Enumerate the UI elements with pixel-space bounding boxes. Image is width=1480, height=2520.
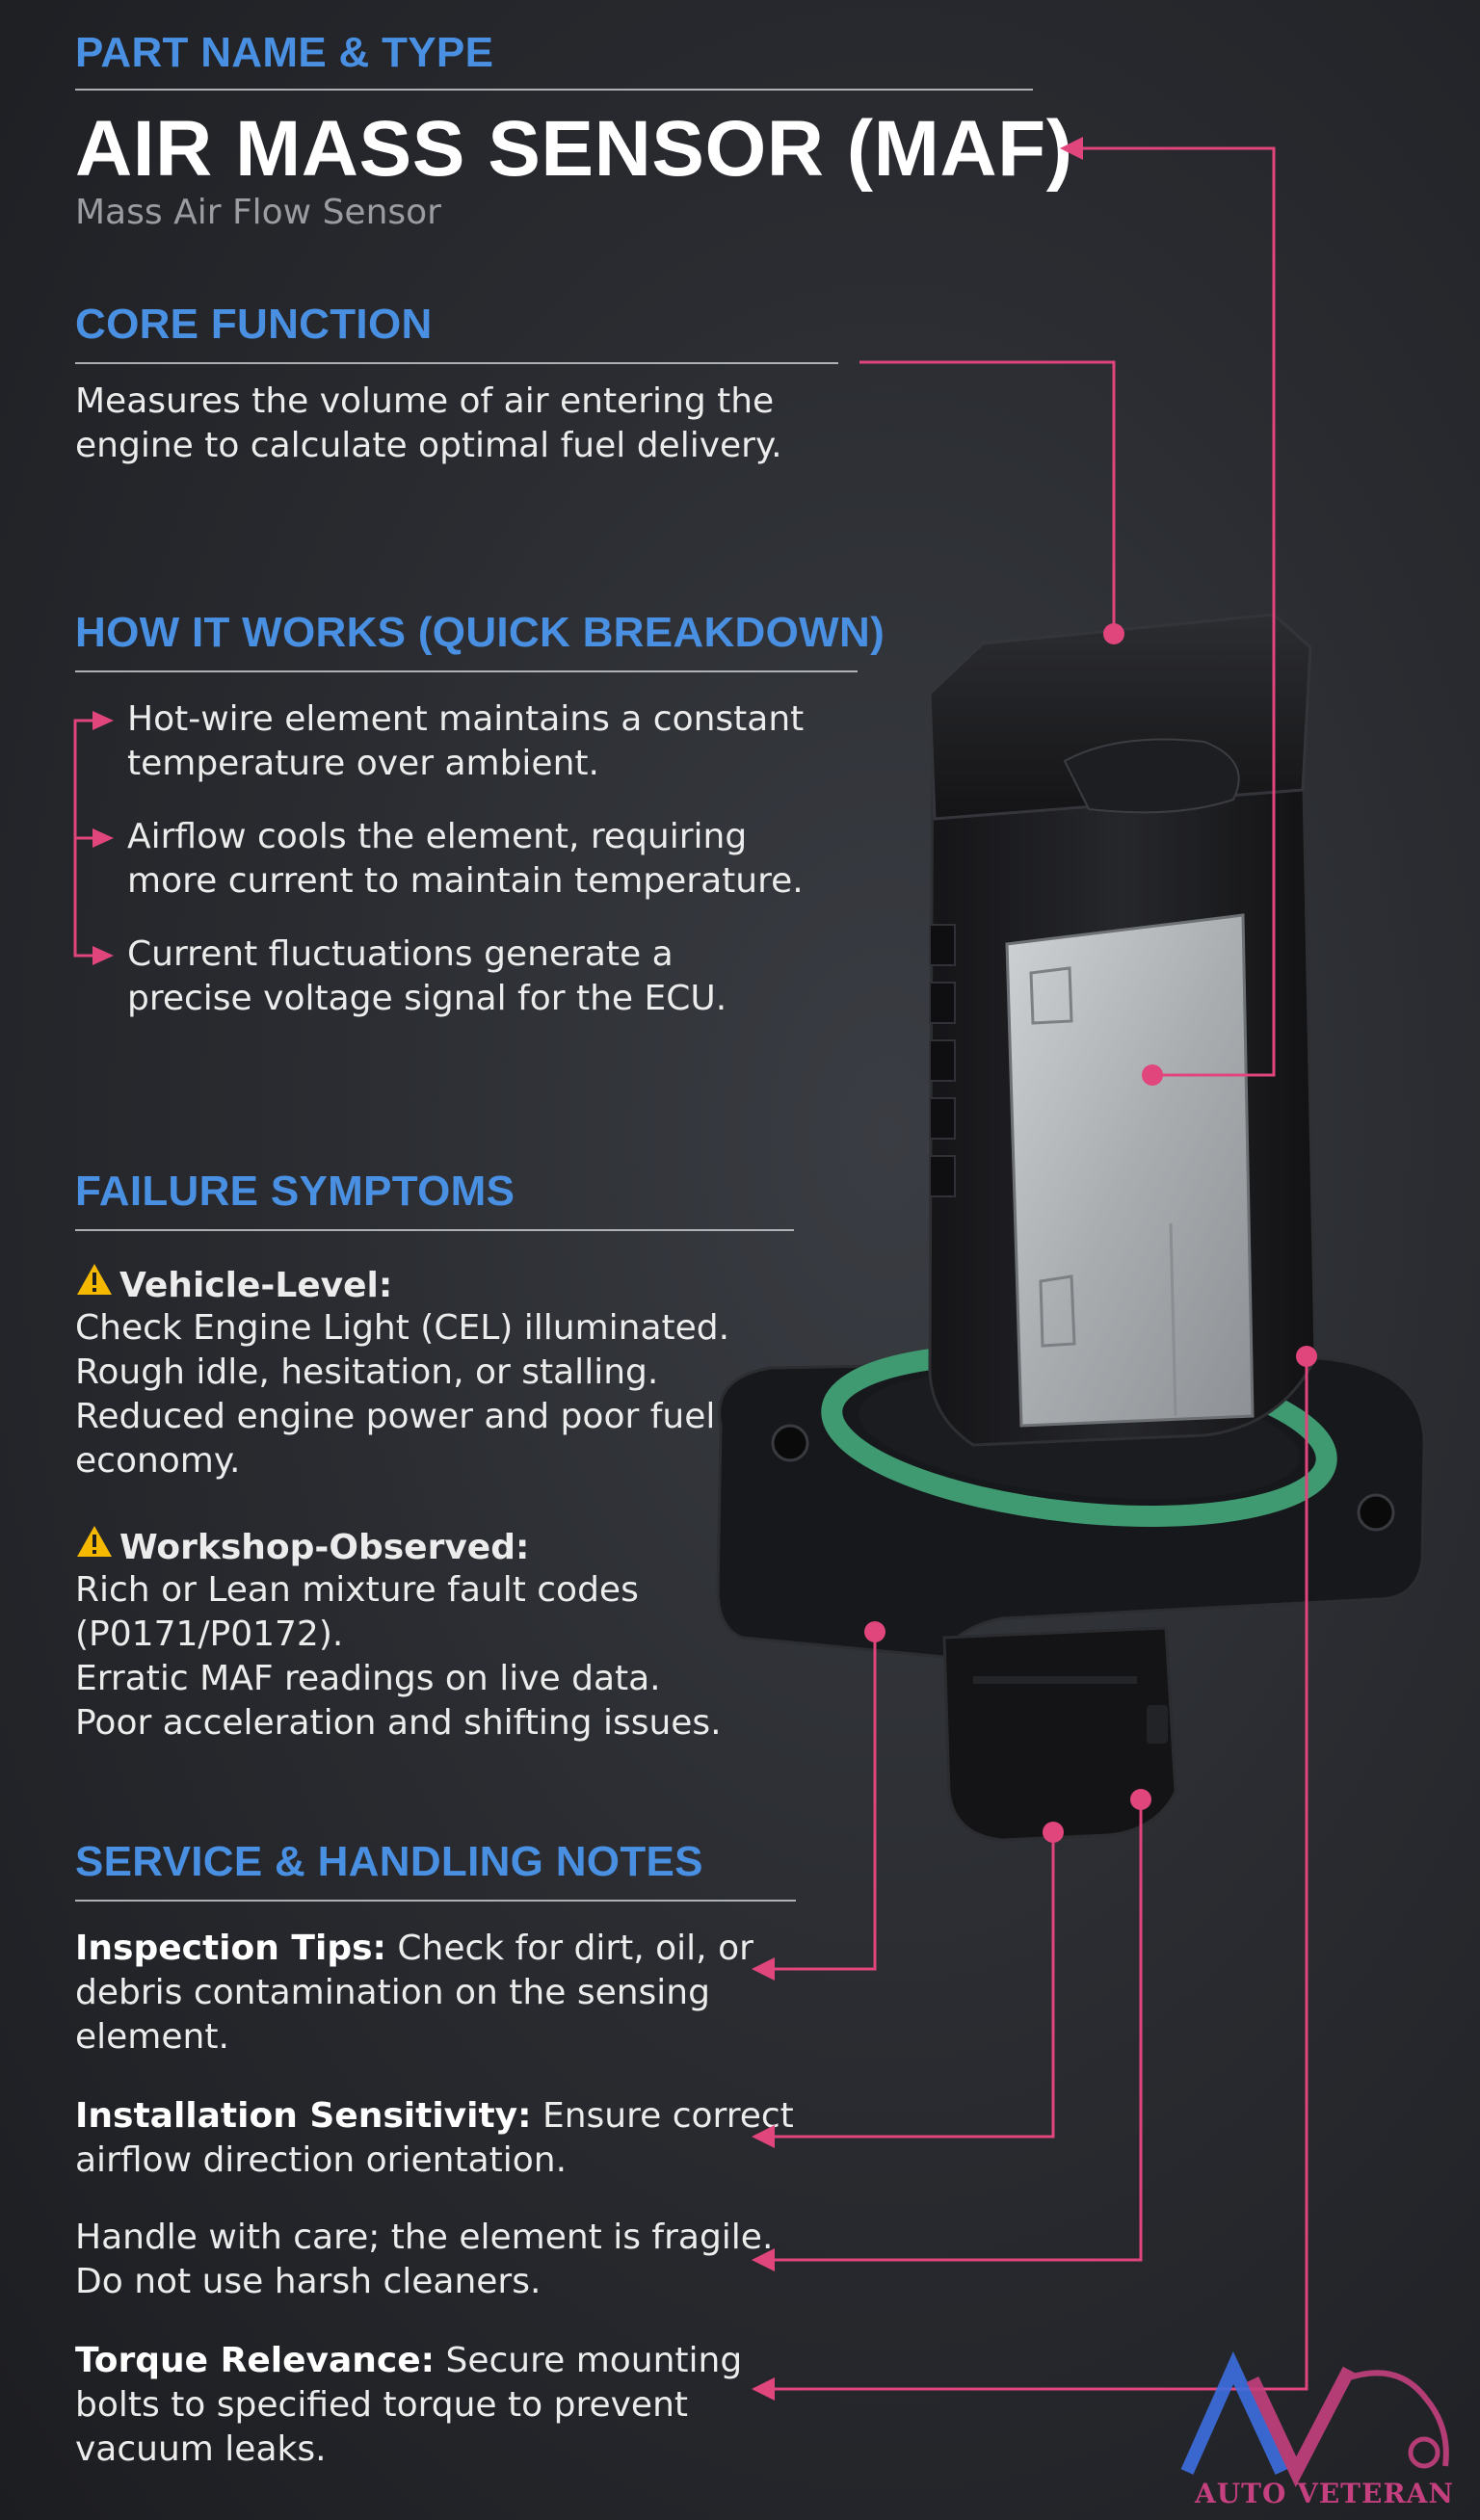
service-note-inspection: Inspection Tips: Check for dirt, oil, or… — [75, 1927, 753, 2060]
vehicle-level-label: Vehicle-Level: — [75, 1262, 392, 1308]
core-function-text: Measures the volume of air entering the … — [75, 380, 782, 468]
note-label: Torque Relevance: — [75, 2341, 436, 2380]
divider — [75, 362, 838, 364]
warning-triangle-icon — [75, 1262, 119, 1308]
note-label: Installation Sensitivity: — [75, 2096, 532, 2136]
note-text: Handle with care; the element is fragile… — [75, 2218, 774, 2257]
item-line: temperature over ambient. — [127, 744, 599, 783]
item-line: precise voltage signal for the ECU. — [127, 979, 727, 1018]
note-text: bolts to specified torque to prevent — [75, 2385, 688, 2425]
service-note-torque: Torque Relevance: Secure mounting bolts … — [75, 2339, 742, 2472]
divider — [75, 670, 858, 672]
logo-text: AUTO VETERAN — [1195, 2478, 1454, 2509]
arrow-right-icon — [92, 137, 1083, 2401]
workshop-observed-list: Rich or Lean mixture fault codes (P0171/… — [75, 1568, 722, 1746]
mount-hole — [1357, 1493, 1395, 1532]
how-it-works-heading: HOW IT WORKS (QUICK BREAKDOWN) — [75, 609, 885, 656]
symptom-line: (P0171/P0172). — [75, 1614, 344, 1654]
core-function-heading: CORE FUNCTION — [75, 301, 433, 348]
callout-dots — [864, 623, 1317, 1843]
service-note-installation: Installation Sensitivity: Ensure correct… — [75, 2094, 794, 2183]
warning-triangle-icon — [75, 1524, 119, 1570]
note-text: Secure mounting — [435, 2341, 743, 2380]
note-label: Inspection Tips: — [75, 1929, 386, 1968]
item-line: Current fluctuations generate a — [127, 934, 674, 974]
symptom-line: Rich or Lean mixture fault codes — [75, 1570, 639, 1610]
symptom-line: Erratic MAF readings on live data. — [75, 1659, 661, 1698]
note-text: vacuum leaks. — [75, 2429, 327, 2469]
item-line: more current to maintain temperature. — [127, 861, 804, 901]
divider — [75, 1229, 794, 1231]
divider — [75, 1900, 796, 1902]
symptom-line: economy. — [75, 1441, 241, 1481]
note-text: Do not use harsh cleaners. — [75, 2262, 542, 2301]
page-subtitle: Mass Air Flow Sensor — [75, 193, 441, 232]
symptom-line: Check Engine Light (CEL) illuminated. — [75, 1308, 730, 1348]
symptom-line: Reduced engine power and poor fuel — [75, 1397, 716, 1436]
core-function-line: engine to calculate optimal fuel deliver… — [75, 426, 782, 465]
service-note-handling: Handle with care; the element is fragile… — [75, 2216, 773, 2304]
symptom-line: Poor acceleration and shifting issues. — [75, 1703, 722, 1743]
divider — [75, 89, 1033, 91]
note-text: debris contamination on the sensing — [75, 1973, 710, 2012]
core-function-line: Measures the volume of air entering the — [75, 381, 775, 421]
service-notes-heading: SERVICE & HANDLING NOTES — [75, 1838, 703, 1885]
failure-symptoms-heading: FAILURE SYMPTOMS — [75, 1168, 515, 1215]
workshop-observed-label: Workshop-Observed: — [75, 1524, 529, 1570]
workshop-observed-title: Workshop-Observed: — [119, 1528, 530, 1567]
note-text: Check for dirt, oil, or — [385, 1929, 753, 1968]
vehicle-level-list: Check Engine Light (CEL) illuminated. Ro… — [75, 1306, 729, 1483]
vehicle-level-title: Vehicle-Level: — [119, 1266, 393, 1305]
item-line: Airflow cools the element, requiring — [127, 817, 748, 856]
how-it-works-item: Hot-wire element maintains a constant te… — [127, 697, 804, 786]
mount-hole — [771, 1424, 809, 1462]
auto-veteran-logo — [1180, 2351, 1449, 2487]
note-text: airflow direction orientation. — [75, 2140, 568, 2180]
item-line: Hot-wire element maintains a constant — [127, 699, 805, 739]
note-text: element. — [75, 2017, 229, 2057]
section-label-part-name: PART NAME & TYPE — [75, 29, 494, 76]
how-it-works-item: Airflow cools the element, requiring mor… — [127, 815, 804, 904]
how-it-works-item: Current fluctuations generate a precise … — [127, 932, 727, 1021]
note-text: Ensure correct — [531, 2096, 794, 2136]
symptom-line: Rough idle, hesitation, or stalling. — [75, 1352, 659, 1392]
sensing-element-plate — [1005, 913, 1255, 1428]
page-title: AIR MASS SENSOR (MAF) — [75, 105, 1073, 193]
